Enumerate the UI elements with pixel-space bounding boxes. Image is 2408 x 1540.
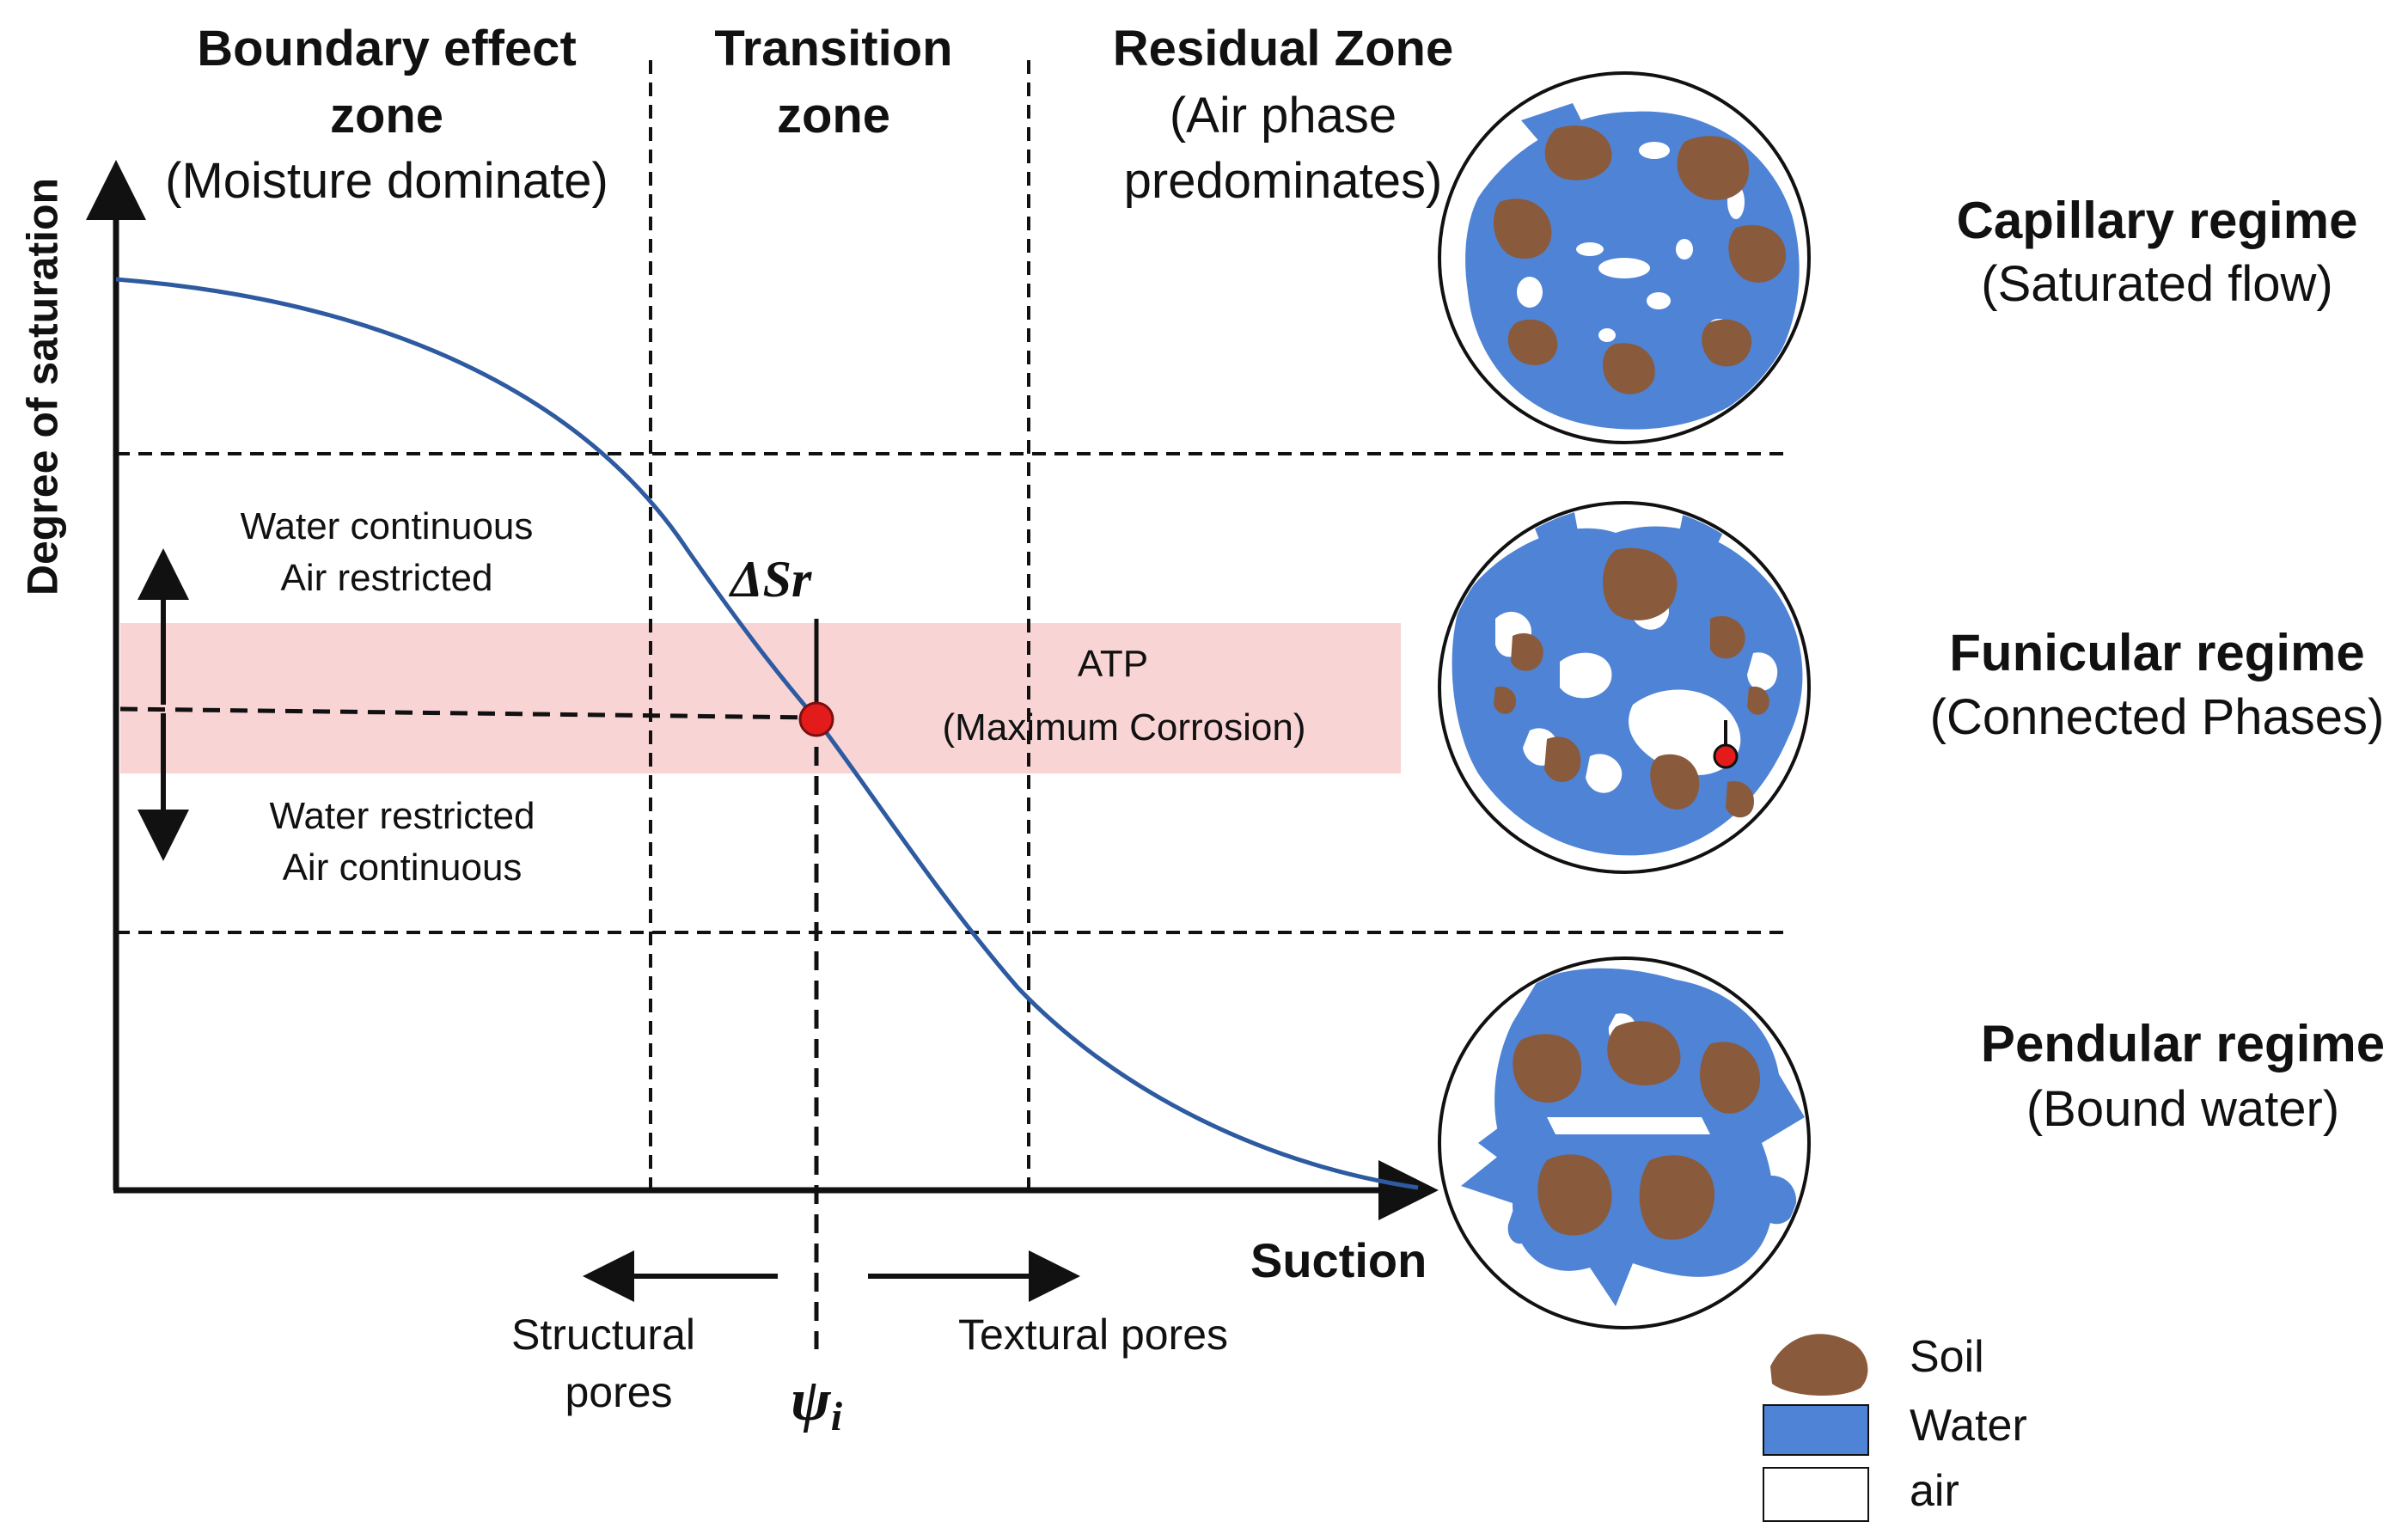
pendular-regime-title: Pendular regime: [1980, 1015, 2386, 1072]
soil-icon: [1770, 1334, 1868, 1396]
legend-air-label: air: [1910, 1466, 1959, 1516]
structural-pores-label-2: pores: [565, 1368, 673, 1416]
lower-note-line1: Water restricted: [269, 795, 535, 837]
x-axis-label: Suction: [1250, 1233, 1427, 1287]
funicular-regime-illustration: [1438, 501, 1811, 874]
delta-sr-label: ΔSr: [730, 551, 812, 608]
psi-symbol: ψ: [791, 1367, 831, 1433]
textural-pores-label: Textural pores: [957, 1311, 1229, 1359]
atp-band: [120, 623, 1401, 773]
atp-label: ATP: [1077, 643, 1149, 685]
upper-note-line1: Water continuous: [240, 505, 534, 547]
residual-zone-title: Residual Zone: [1112, 21, 1454, 76]
air-icon: [1763, 1467, 1869, 1522]
capillary-regime-illustration: [1438, 71, 1811, 444]
upper-note-line2: Air restricted: [280, 557, 493, 599]
boundary-zone-subtitle: (Moisture dominate): [165, 153, 608, 209]
psi-subscript: i: [830, 1394, 843, 1439]
funicular-regime-title: Funicular regime: [1949, 624, 2365, 681]
capillary-regime-subtitle: (Saturated flow): [1981, 256, 2333, 312]
funicular-regime-subtitle: (Connected Phases): [1929, 689, 2385, 745]
legend-soil-label: Soil: [1910, 1332, 1984, 1382]
boundary-zone-title-2: zone: [329, 88, 444, 144]
legend-water-label: Water: [1910, 1401, 2027, 1451]
transition-zone-title: Transition: [714, 21, 953, 76]
atp-sublabel: (Maximum Corrosion): [942, 706, 1306, 749]
residual-zone-subtitle: (Air phase: [1169, 88, 1397, 144]
pendular-regime-subtitle: (Bound water): [2026, 1081, 2340, 1137]
psi-i-label: ψi: [791, 1366, 843, 1439]
water-icon: [1763, 1404, 1869, 1456]
lower-note-line2: Air continuous: [282, 846, 523, 889]
residual-zone-subtitle-2: predominates): [1123, 153, 1443, 209]
structural-pores-label-1: Structural: [511, 1311, 695, 1359]
inflection-point: [798, 701, 834, 737]
boundary-zone-title: Boundary effect: [197, 21, 577, 76]
pendular-regime-illustration: [1438, 956, 1811, 1329]
capillary-regime-title: Capillary regime: [1956, 192, 2358, 249]
transition-zone-title-2: zone: [776, 88, 891, 144]
y-axis-label: Degree of saturation: [18, 177, 67, 596]
saturation-level-line: [119, 706, 816, 720]
